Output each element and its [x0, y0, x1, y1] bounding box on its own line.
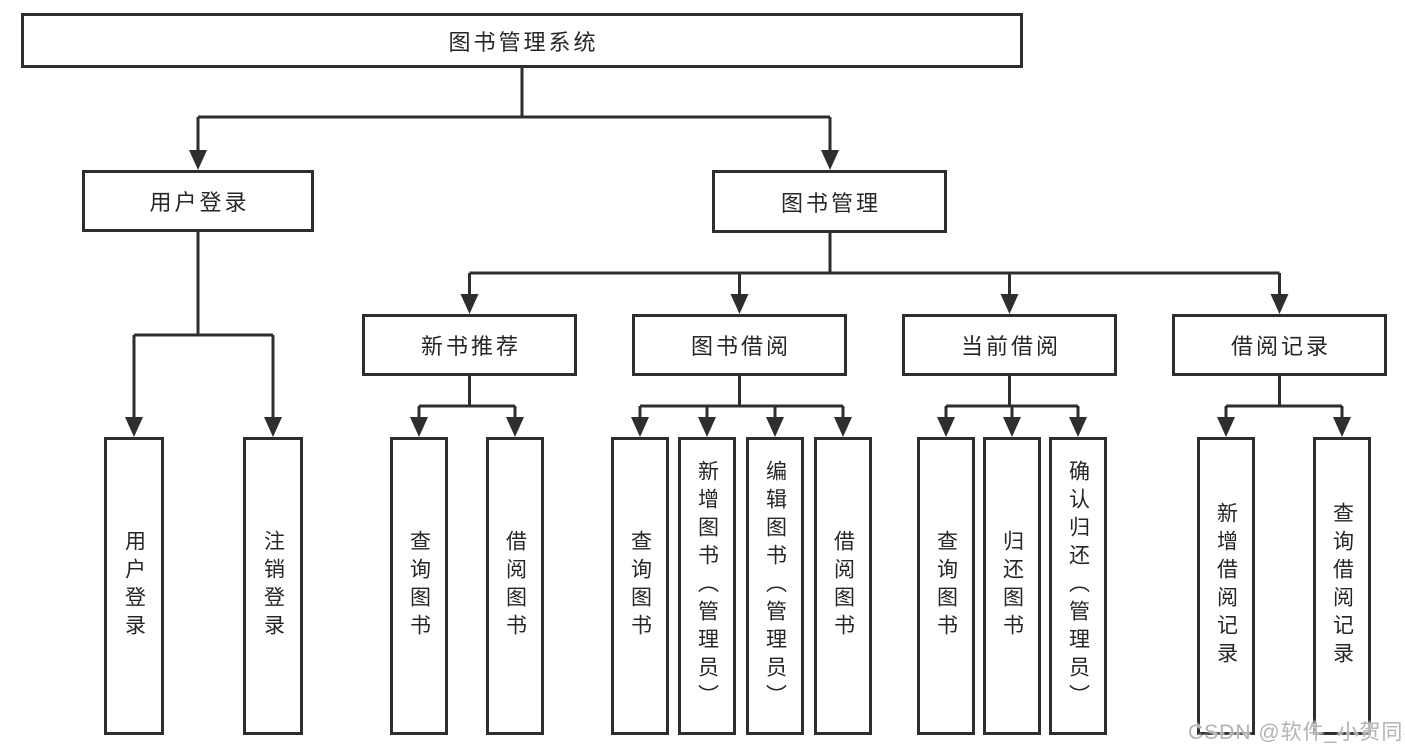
node-label: 当前借阅 — [960, 334, 1061, 359]
leaf-borrow-books-recommend: 借阅图书 — [486, 437, 544, 735]
leaf-user-login: 用户登录 — [104, 437, 164, 735]
node-book-borrowing: 图书借阅 — [632, 314, 847, 376]
leaf-add-borrow-record: 新增借阅记录 — [1197, 437, 1255, 735]
node-book-management: 图书管理 — [712, 170, 947, 233]
leaf-confirm-return-admin: 确认归还（管理员） — [1049, 437, 1107, 735]
node-user-login: 用户登录 — [82, 170, 314, 232]
node-label: 借阅记录 — [1230, 334, 1331, 359]
csdn-watermark: CSDN @软件_小贺同学 — [1188, 721, 1405, 744]
node-label: 查询图书 — [407, 530, 431, 642]
node-label: 用户登录 — [122, 530, 146, 642]
node-label: 图书管理 — [780, 190, 881, 216]
leaf-add-books-admin: 新增图书（管理员） — [678, 437, 736, 735]
node-library-management-system: 图书管理系统 — [21, 13, 1023, 68]
node-label: 新增借阅记录 — [1214, 502, 1238, 670]
node-label: 借阅图书 — [503, 530, 527, 642]
node-new-book-recommend: 新书推荐 — [362, 314, 577, 376]
node-label: 确认归还（管理员） — [1066, 460, 1090, 712]
leaf-return-books: 归还图书 — [983, 437, 1041, 735]
node-current-borrowing: 当前借阅 — [902, 314, 1117, 376]
node-label: 查询图书 — [628, 530, 652, 642]
leaf-logout: 注销登录 — [243, 437, 303, 735]
leaf-query-borrow-record: 查询借阅记录 — [1313, 437, 1371, 735]
leaf-query-books-borrowing: 查询图书 — [611, 437, 669, 735]
leaf-query-books-current: 查询图书 — [917, 437, 975, 735]
leaf-edit-books-admin: 编辑图书（管理员） — [746, 437, 804, 735]
node-label: 编辑图书（管理员） — [763, 460, 787, 712]
node-label: 新增图书（管理员） — [695, 460, 719, 712]
node-label: 借阅图书 — [831, 530, 855, 642]
leaf-query-books-recommend: 查询图书 — [390, 437, 448, 735]
node-borrowing-records: 借阅记录 — [1172, 314, 1387, 376]
node-label: 新书推荐 — [420, 334, 521, 359]
node-label: 图书借阅 — [690, 334, 791, 359]
node-label: 查询借阅记录 — [1330, 502, 1354, 670]
node-label: 归还图书 — [1000, 530, 1024, 642]
node-label: 用户登录 — [149, 190, 250, 215]
node-label: 查询图书 — [934, 530, 958, 642]
node-label: 图书管理系统 — [448, 29, 599, 55]
leaf-borrow-books: 借阅图书 — [814, 437, 872, 735]
node-label: 注销登录 — [261, 530, 285, 642]
